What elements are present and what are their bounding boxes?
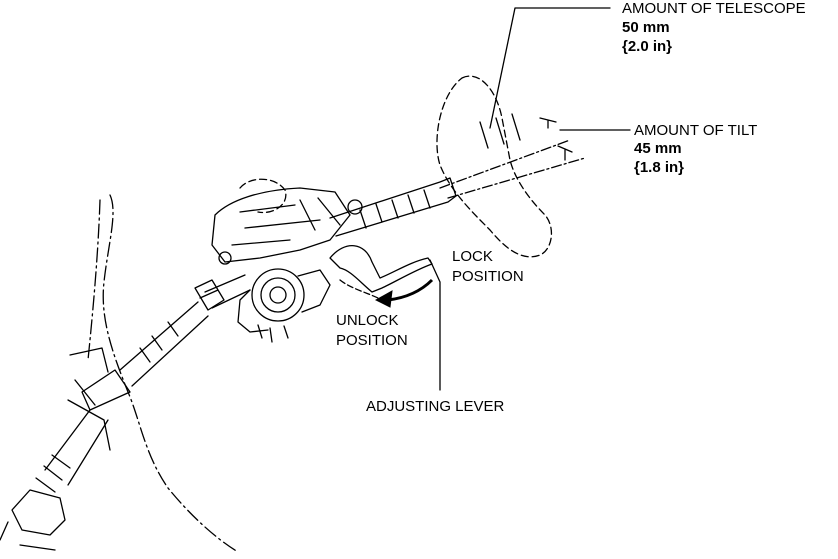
adjusting-lever <box>329 245 433 293</box>
housing-details <box>231 197 341 246</box>
adjusting-lever-label: ADJUSTING LEVER <box>366 398 505 415</box>
lock-leader <box>429 259 441 391</box>
telescope-leader <box>489 7 611 129</box>
center-axis <box>439 139 571 189</box>
tilt-value-mm: 45 mm <box>634 140 682 157</box>
column-housing <box>211 187 351 263</box>
steering-wheel-outline <box>436 75 553 258</box>
panel-outline <box>87 199 101 361</box>
intermediate-rings <box>35 454 71 493</box>
housing-bolt <box>218 251 232 265</box>
lock-position-line1: LOCK <box>452 248 493 265</box>
lower-bracket <box>67 347 111 451</box>
bottom-joint <box>0 489 66 551</box>
tilt-motor-inner <box>260 277 296 313</box>
tilt-title: AMOUNT OF TILT <box>634 122 758 139</box>
unlock-position-line1: UNLOCK <box>336 312 399 329</box>
telescope-ticks <box>479 113 521 149</box>
telescope-title: AMOUNT OF TELESCOPE <box>622 0 806 17</box>
body-outline <box>102 194 239 553</box>
dashed-bracket <box>239 178 287 214</box>
shaft-rings <box>359 189 431 229</box>
motor-body <box>237 269 331 333</box>
motor-mount <box>257 324 289 343</box>
middle-shaft <box>204 274 251 309</box>
upper-shaft <box>329 177 457 237</box>
tilt-motor-core <box>269 286 287 304</box>
tilt-axis <box>447 157 586 199</box>
intermediate-shaft <box>44 409 109 486</box>
tilt-motor <box>251 268 305 322</box>
lever-dashed <box>339 279 379 299</box>
tilt-ticks <box>539 117 573 161</box>
telescope-value-in: {2.0 in} <box>622 38 673 55</box>
lock-position-line2: POSITION <box>452 268 524 285</box>
housing-bolt-2 <box>347 199 363 215</box>
unlock-arrow-head <box>374 290 393 308</box>
lower-joint <box>81 369 131 411</box>
lower-shaft <box>119 301 209 387</box>
unlock-arrow <box>387 278 434 302</box>
tilt-value-in: {1.8 in} <box>634 159 685 176</box>
lower-shaft-rings <box>139 321 179 363</box>
unlock-position-line2: POSITION <box>336 332 408 349</box>
universal-joint <box>194 279 225 311</box>
telescope-value-mm: 50 mm <box>622 19 670 36</box>
